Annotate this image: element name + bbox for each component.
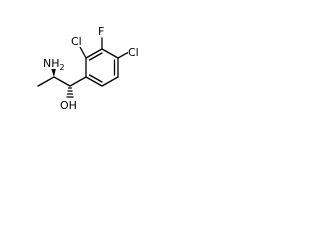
chemical-structure: NH2 Cl F Cl OH [37, 24, 145, 112]
benzene-ring [85, 48, 119, 87]
fluoro-label: F [98, 25, 104, 38]
hashed-bond-c1-hydroxyl [66, 87, 74, 98]
chloro-ortho-label: Cl [71, 35, 82, 48]
bond-c1-ring [69, 76, 87, 87]
hydroxyl-label: OH [60, 99, 77, 112]
chloro-para-label: Cl [128, 46, 139, 59]
bond-methyl-c2 [37, 76, 55, 87]
amine-label: NH2 [43, 57, 65, 72]
bond-c2-c1 [53, 76, 71, 87]
wedge-bond-c2-amine [51, 68, 56, 77]
bond-ring-chloro-ortho [79, 46, 87, 59]
bond-ring-chloro-para [117, 51, 130, 59]
